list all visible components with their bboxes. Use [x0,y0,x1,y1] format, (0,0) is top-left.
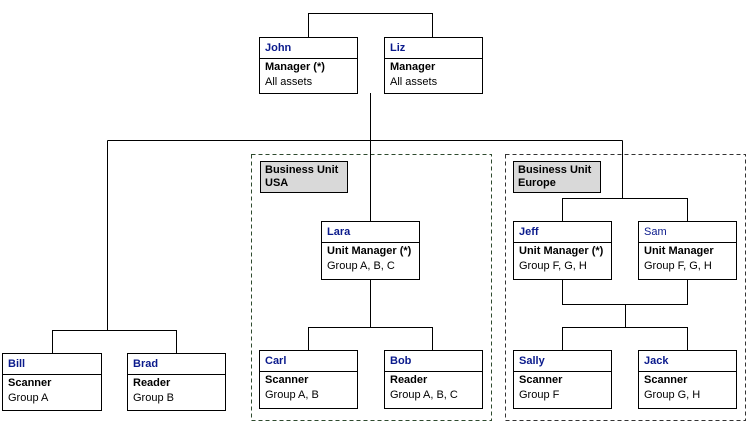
person-name: Carl [260,351,357,372]
person-role: Scanner [8,377,52,389]
person-node-bill: Bill Scanner Group A [2,353,102,411]
person-name: Lara [322,222,419,243]
person-name: Jack [639,351,736,372]
connector-bill-brad [52,330,177,353]
business-unit-usa-label: Business Unit USA [260,161,348,193]
person-name: Liz [385,38,482,59]
person-scope: Group B [133,392,174,404]
person-node-john: John Manager (*) All assets [259,37,358,94]
person-name: Bob [385,351,482,372]
person-role: Scanner [644,374,688,386]
person-scope: Group A, B, C [327,260,395,272]
person-scope: Group G, H [644,389,701,401]
person-node-lara: Lara Unit Manager (*) Group A, B, C [321,221,420,280]
business-unit-europe-boundary [505,154,746,421]
person-node-brad: Brad Reader Group B [127,353,226,411]
person-scope: Group A [8,392,49,404]
unit-label-line2: Europe [518,177,556,189]
person-role: Manager (*) [265,61,325,73]
business-unit-europe-label: Business Unit Europe [513,161,601,193]
person-role: Unit Manager (*) [327,245,412,257]
person-name: Jeff [514,222,611,243]
person-role: Reader [133,377,171,389]
person-scope: Group F, G, H [644,260,712,272]
person-node-carl: Carl Scanner Group A, B [259,350,358,409]
connector-jeff-sam-bottom [562,279,688,305]
person-node-jeff: Jeff Unit Manager (*) Group F, G, H [513,221,612,280]
connector-john-liz [308,13,433,37]
unit-label-line1: Business Unit [265,164,339,176]
connector-sally-jack [562,327,688,350]
person-scope: All assets [265,76,313,88]
person-node-liz: Liz Manager All assets [384,37,483,94]
person-scope: Group A, B, C [390,389,458,401]
person-scope: Group F, G, H [519,260,587,272]
person-scope: All assets [390,76,438,88]
person-name: Sam [639,222,736,243]
person-name: Bill [3,354,101,375]
person-node-bob: Bob Reader Group A, B, C [384,350,483,409]
business-unit-usa-boundary [251,154,492,421]
unit-label-line2: USA [265,177,289,189]
person-role: Manager [390,61,436,73]
person-name: Brad [128,354,225,375]
person-name: Sally [514,351,611,372]
person-scope: Group F [519,389,560,401]
person-role: Unit Manager (*) [519,245,604,257]
person-role: Scanner [265,374,309,386]
connector-carl-bob [308,327,433,350]
person-role: Reader [390,374,428,386]
person-role: Unit Manager [644,245,714,257]
unit-label-line1: Business Unit [518,164,592,176]
person-scope: Group A, B [265,389,319,401]
person-node-jack: Jack Scanner Group G, H [638,350,737,409]
person-role: Scanner [519,374,563,386]
person-node-sally: Sally Scanner Group F [513,350,612,409]
person-name: John [260,38,357,59]
connector-jeff-sam-top [562,198,688,221]
person-node-sam: Sam Unit Manager Group F, G, H [638,221,737,280]
